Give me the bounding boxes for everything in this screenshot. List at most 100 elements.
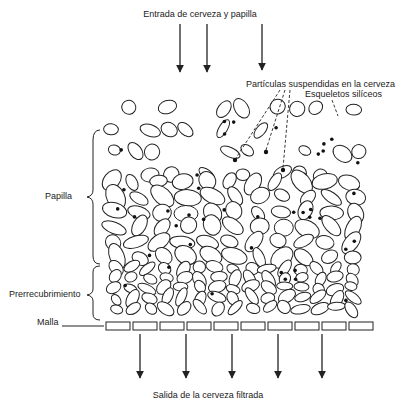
silica-skeleton: [209, 300, 227, 319]
suspended-particle: [174, 224, 178, 228]
silica-skeleton: [309, 300, 331, 317]
silica-skeleton: [122, 233, 150, 251]
suspended-particle: [116, 207, 120, 211]
silica-skeleton: [156, 98, 178, 116]
silica-skeleton: [248, 184, 273, 207]
silica-skeleton: [230, 96, 253, 121]
silica-skeleton: [128, 189, 151, 208]
silica-skeleton: [177, 214, 200, 237]
silica-skeleton: [125, 140, 146, 163]
silica-skeleton: [294, 282, 310, 292]
silica-skeleton: [275, 298, 293, 316]
suspended-particle: [119, 148, 123, 152]
suspended-particle: [292, 211, 296, 215]
silica-skeleton: [287, 98, 308, 119]
silica-skeleton: [219, 213, 246, 238]
suspended-particle: [352, 192, 356, 196]
silica-skeleton: [349, 142, 369, 162]
silica-skeleton: [270, 205, 291, 219]
mesh-bar: [268, 322, 292, 330]
silica-skeleton: [104, 279, 123, 296]
silica-skeleton: [142, 142, 162, 162]
suspended-particle: [210, 292, 214, 296]
suspended-particle: [187, 213, 191, 217]
silica-skeleton: [319, 186, 344, 208]
target-particles: [233, 150, 285, 172]
silica-skeleton: [297, 144, 312, 157]
mesh: [106, 322, 373, 330]
silica-skeleton: [295, 271, 310, 283]
suspended-particle: [293, 269, 297, 273]
part-label: Malla: [36, 317, 60, 328]
suspended-particle: [222, 208, 226, 212]
silica-skeleton: [175, 299, 194, 318]
silica-skeleton: [306, 98, 325, 117]
silica-skeleton: [143, 301, 159, 317]
outlet-arrows: [140, 334, 322, 378]
suspended-particle: [284, 277, 288, 281]
particle-bed: [98, 96, 368, 320]
silica-skeleton: [124, 300, 143, 317]
silica-skeleton: [138, 122, 162, 140]
suspended-particle: [274, 126, 278, 130]
silica-skeleton: [261, 298, 279, 314]
silica-skeleton: [342, 300, 360, 320]
silica-skeleton: [214, 98, 235, 120]
silica-skeleton: [110, 303, 124, 315]
suspended-particle: [250, 246, 254, 250]
outlet-label: Salida de la cerveza filtrada: [152, 390, 265, 401]
silica-skeleton: [219, 144, 242, 162]
suspended-particle: [167, 266, 171, 270]
suspended-particle: [166, 209, 170, 213]
silica-skeleton: [214, 118, 232, 140]
suspended-particle: [344, 299, 348, 303]
suspended-particle: [232, 120, 236, 124]
silica-skeleton: [344, 251, 361, 264]
silica-skeleton: [315, 234, 336, 251]
suspended-particle: [133, 215, 137, 219]
silica-skeleton: [123, 172, 140, 192]
silica-skeleton: [311, 171, 339, 192]
suspended-particle: [356, 161, 360, 165]
suspended-particle: [317, 152, 321, 156]
silica-skeleton: [103, 123, 119, 135]
suspended-particle: [223, 120, 227, 124]
silica-skeleton: [175, 120, 196, 140]
silica-skeleton: [327, 288, 346, 310]
silica-skeleton: [292, 231, 316, 251]
zone-label: Papilla: [44, 191, 73, 202]
zone-label: Prerrecubrimiento: [8, 289, 82, 300]
inlet-arrows: [180, 24, 262, 72]
silica-skeleton: [171, 172, 195, 191]
silica-skeleton: [245, 302, 261, 316]
silica-skeleton: [123, 270, 138, 283]
silica-skeleton: [101, 200, 129, 221]
silica-skeleton: [191, 297, 209, 316]
callout-label: Esqueletos silíceos: [304, 89, 383, 100]
suspended-particle: [309, 208, 313, 212]
silica-skeleton: [272, 187, 291, 204]
silica-skeleton: [326, 269, 345, 283]
silica-skeleton: [226, 298, 245, 317]
suspended-particle: [123, 284, 127, 288]
suspended-particle: [148, 254, 152, 258]
mesh-bar: [133, 322, 157, 330]
suspended-particle: [197, 186, 201, 190]
silica-skeleton: [200, 212, 224, 238]
silica-skeleton: [158, 120, 179, 140]
mesh-bar: [322, 322, 346, 330]
mesh-bar: [214, 322, 238, 330]
silica-skeleton: [318, 212, 344, 239]
suspended-particle: [322, 142, 326, 146]
suspended-particle: [202, 218, 206, 222]
silica-skeleton: [295, 198, 316, 222]
suspended-particle: [318, 217, 322, 221]
suspended-particle: [294, 277, 298, 281]
mesh-bar: [241, 322, 265, 330]
suspended-particle: [353, 239, 357, 243]
suspended-particle: [223, 132, 227, 136]
mesh-bar: [349, 322, 373, 330]
leader-lines: [236, 90, 338, 168]
suspended-particle: [189, 243, 193, 247]
